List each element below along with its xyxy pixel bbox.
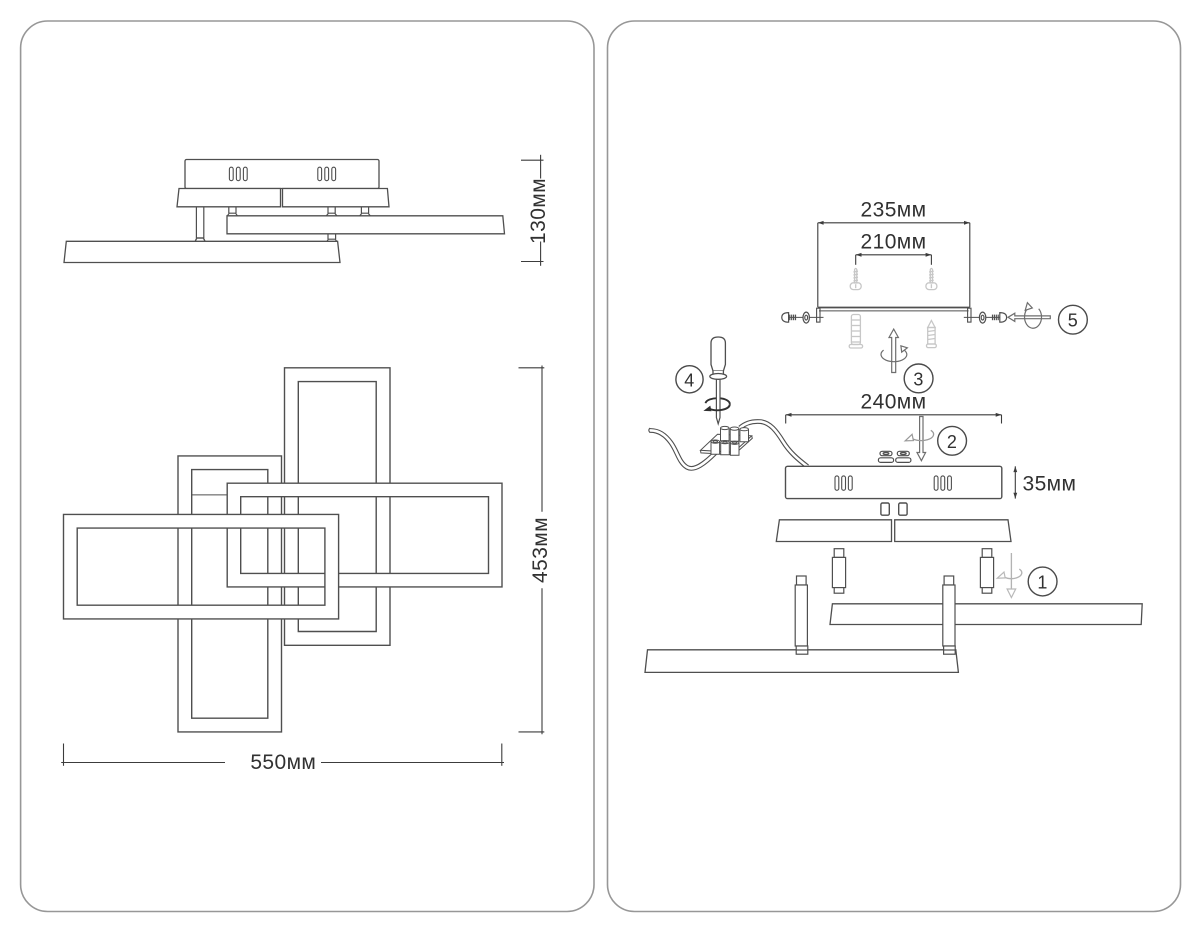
side-height-label: 130мм [527, 178, 550, 244]
step-3-rotate-arrow-icon [880, 327, 909, 374]
lamp-top-view [62, 367, 503, 733]
standoff-long-right-icon [942, 575, 956, 655]
step-1-number: 1 [1037, 573, 1047, 593]
canopy-vent-slots-left [834, 475, 853, 491]
bracket-holes-dimension: 210мм [855, 231, 932, 265]
frame-bar-lower [644, 649, 960, 674]
ceiling-screw-right-icon [925, 267, 938, 291]
side-frame-bar-bottom [63, 240, 341, 264]
standoff-short-right-icon [979, 548, 995, 594]
top-view-height-dimension: 453мм [518, 365, 552, 735]
step-4-number: 4 [684, 370, 694, 390]
canopy-height-label: 35мм [1023, 473, 1077, 496]
step-3-badge: 3 [903, 363, 934, 394]
side-canopy-vent-slots-left [228, 166, 248, 182]
side-view-height-dimension: 130мм [521, 154, 550, 266]
top-width-label: 550мм [250, 751, 316, 774]
standoff-short-left-icon [831, 548, 847, 594]
screwdriver-shaft [715, 378, 721, 426]
top-height-label: 453мм [529, 517, 552, 583]
top-frame-wide-left [62, 513, 340, 620]
left-panel-border [19, 20, 595, 913]
mains-wire [648, 427, 718, 471]
side-canopy-vent-slots-right [317, 166, 337, 182]
right-panel: 235мм 210мм [606, 20, 1182, 913]
canopy-vent-slots-right [933, 475, 952, 491]
bracket-screw-right-icon [991, 311, 1008, 323]
screwdriver-handle [710, 336, 727, 372]
driver-plates [775, 519, 1012, 543]
terminal-block [699, 425, 753, 456]
side-driver-plate-left [176, 187, 282, 208]
mounting-bracket [816, 306, 972, 323]
side-driver-plate-right [281, 187, 390, 208]
wiring-assembly [648, 336, 809, 471]
step-5-rotate-arrow-icon [1006, 301, 1051, 329]
step-2-rotate-arrow-icon [903, 415, 935, 462]
step-1-rotate-arrow-icon [995, 553, 1023, 599]
top-frame-wide-right [226, 482, 503, 588]
bracket-width-label: 235мм [861, 199, 927, 222]
canopy-width-dimension: 240мм [785, 391, 1003, 424]
step-3-number: 3 [913, 369, 923, 389]
frame-bar-upper [829, 603, 1143, 626]
screwdriver-collar [709, 372, 728, 380]
step-5-number: 5 [1068, 311, 1078, 331]
screwdriver-rotate-arrowhead [703, 405, 712, 412]
lamp-wire [738, 419, 809, 469]
step-2-badge: 2 [936, 425, 968, 456]
step-5-badge: 5 [1057, 304, 1088, 335]
mount-screw-up-icon [925, 319, 937, 349]
mounting-clips-icon [880, 502, 908, 516]
bracket-washer-left-icon [802, 311, 811, 324]
bracket-holes-label: 210мм [861, 231, 927, 254]
left-panel: 130мм 550мм 453мм [19, 20, 595, 913]
top-view-width-dimension: 550мм [61, 743, 504, 774]
driver-plate-left [775, 519, 893, 543]
standoff-long-left-icon [794, 575, 809, 655]
step-1-badge: 1 [1027, 566, 1058, 597]
bracket-washer-right-icon [963, 311, 1000, 324]
step-2-number: 2 [947, 432, 957, 452]
canopy-box [784, 465, 1003, 500]
canopy-width-label: 240мм [861, 391, 927, 414]
fastening-nuts-icon [877, 450, 912, 463]
screwdriver-icon [703, 336, 731, 426]
lamp-side-view [63, 158, 506, 264]
wall-anchor-icon [848, 313, 864, 349]
canopy-height-dimension: 35мм [1013, 466, 1077, 499]
side-frame-bar-middle [226, 215, 506, 235]
ceiling-screw-left-icon [849, 267, 862, 291]
driver-plate-right [894, 519, 1012, 543]
bracket-width-dimension: 235мм [817, 199, 971, 308]
step-4-badge: 4 [675, 364, 704, 394]
